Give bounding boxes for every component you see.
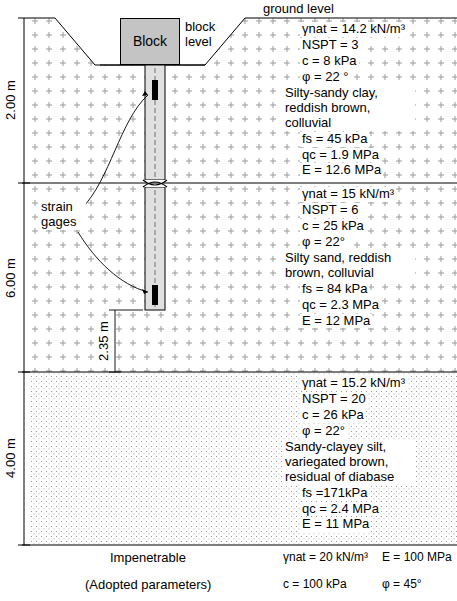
layer-fill bbox=[30, 18, 457, 183]
block-label: Block bbox=[133, 33, 167, 49]
leader-line bbox=[82, 95, 148, 208]
layer-parameter: qc = 2.3 MPa bbox=[300, 298, 381, 313]
layer-parameter: φ = 22° bbox=[300, 424, 347, 439]
layer-parameter: γnat = 14.2 kN/m³ bbox=[300, 22, 407, 37]
dimension-line bbox=[18, 18, 30, 545]
layer-description: Sandy-clayey silt, variegated brown, res… bbox=[283, 440, 415, 485]
layer-parameter: E = 100 MPa bbox=[382, 551, 452, 565]
soil-layer-band: γnat = 14.2 kN/m³NSPT = 3c = 8 kPaφ = 22… bbox=[30, 18, 457, 183]
layer-parameter: γnat = 15 kN/m³ bbox=[300, 187, 396, 202]
layer-parameter: c = 26 kPa bbox=[300, 408, 366, 423]
soil-layer-band: Impenetrable (Adopted parameters) γnat = 2… bbox=[30, 545, 457, 601]
layer-parameter: NSPT = 20 bbox=[300, 392, 368, 407]
layer-parameter: E = 11 MPa bbox=[300, 517, 371, 532]
dimension-label: 4.00 m bbox=[4, 437, 19, 479]
layer-parameter: E = 12 MPa bbox=[300, 314, 372, 329]
leader-line bbox=[78, 232, 148, 292]
layer-parameter: fs = 84 kPa bbox=[300, 282, 369, 297]
leader-head bbox=[142, 91, 148, 294]
layer-parameter: qc = 1.9 MPa bbox=[300, 148, 381, 163]
block-level-label: block level bbox=[184, 20, 226, 50]
strain-gage bbox=[152, 285, 158, 305]
layer-parameter: NSPT = 6 bbox=[300, 203, 360, 218]
layer-description: Silty sand, reddish brown, colluvial bbox=[283, 251, 415, 281]
dimension-label: 2.00 m bbox=[4, 79, 19, 121]
layer-parameter: qc = 2.4 MPa bbox=[300, 502, 381, 517]
layer-parameter: c = 8 kPa bbox=[300, 54, 359, 69]
ground-line bbox=[30, 18, 457, 65]
layer-parameter: φ = 45° bbox=[382, 578, 422, 592]
layer-parameter: c = 25 kPa bbox=[300, 219, 366, 234]
layer-boundary bbox=[22, 183, 457, 545]
soil-layer-band: γnat = 15 kN/m³NSPT = 6c = 25 kPaφ = 22°… bbox=[30, 183, 457, 372]
strain-gage bbox=[152, 80, 158, 100]
strain-gage-label: strain gages bbox=[40, 200, 86, 230]
layer-parameter: NSPT = 3 bbox=[300, 38, 360, 53]
layer-fill bbox=[30, 372, 457, 545]
block-box: Block bbox=[120, 18, 180, 65]
ground-level-label: ground level bbox=[262, 2, 335, 17]
pile-axis bbox=[155, 68, 156, 308]
dimension-label: 2.35 m bbox=[97, 320, 112, 362]
layer-parameter: φ = 22° bbox=[300, 235, 347, 250]
layer-parameter: fs = 45 kPa bbox=[300, 132, 369, 147]
layer-fill bbox=[30, 183, 457, 372]
dimension-line bbox=[109, 310, 143, 372]
layer-description: Silty-sandy clay, reddish brown, colluvi… bbox=[283, 86, 415, 131]
layer-parameter: γnat = 20 kN/m³ bbox=[283, 551, 368, 565]
soil-layer-band: γnat = 15.2 kN/m³NSPT = 20c = 26 kPaφ = … bbox=[30, 372, 457, 545]
pile bbox=[145, 65, 165, 180]
layer-parameter: fs =171kPa bbox=[300, 486, 369, 501]
layer-parameter: E = 12.6 MPa bbox=[300, 163, 383, 178]
pile-joint bbox=[143, 180, 167, 187]
dimension-label: 6.00 m bbox=[4, 257, 19, 299]
layer-parameter: c = 100 kPa bbox=[283, 578, 347, 592]
layer-parameter: γnat = 15.2 kN/m³ bbox=[300, 376, 407, 391]
layer-description: Impenetrable bbox=[110, 551, 186, 566]
layer-description: (Adopted parameters) bbox=[85, 578, 211, 593]
layer-parameter: φ = 22 ° bbox=[300, 70, 351, 85]
